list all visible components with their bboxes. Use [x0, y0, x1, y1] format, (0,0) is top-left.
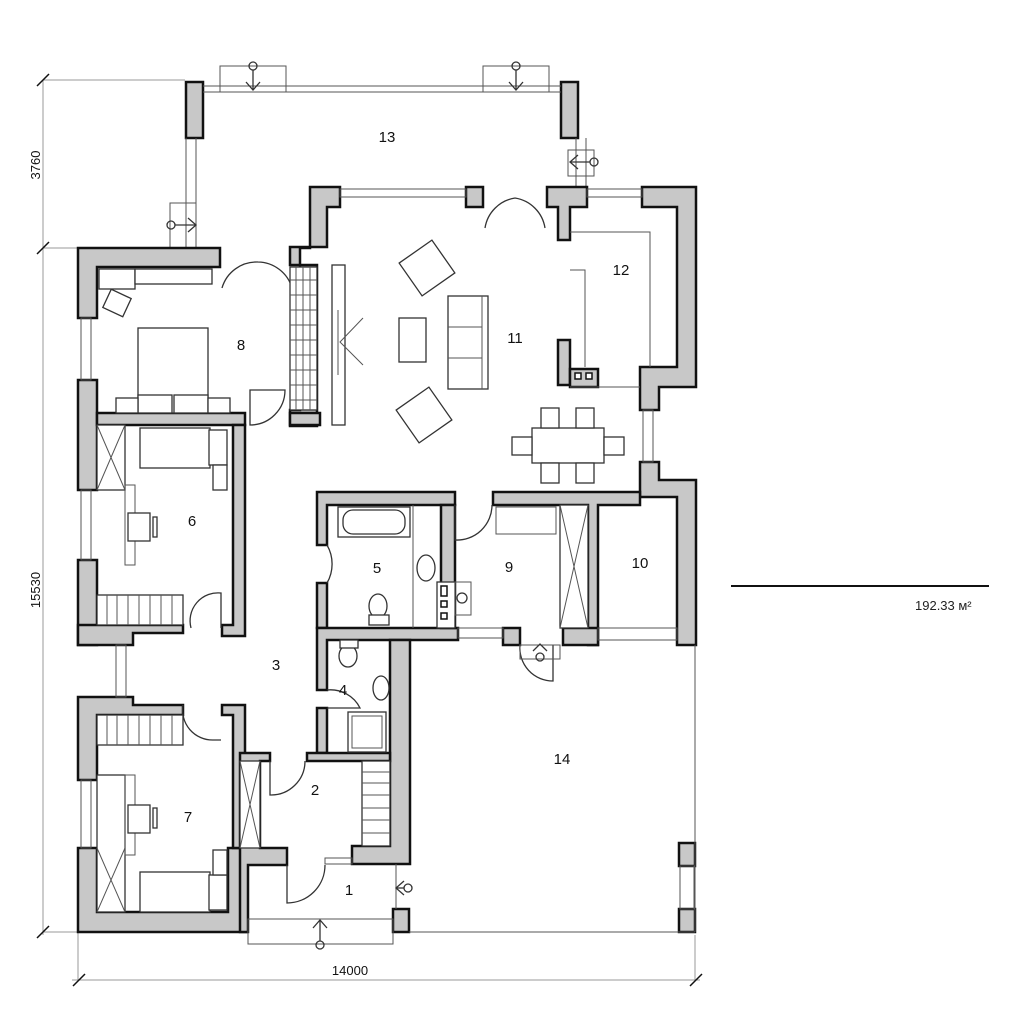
room-labels: 1 2 3 4 5 6 7 8 9 10 11 12 13 14 — [184, 129, 649, 899]
furniture — [96, 231, 651, 913]
room-2-label: 2 — [311, 782, 319, 799]
room-13-label: 13 — [379, 129, 396, 146]
interior-walls — [95, 411, 642, 934]
room-5-label: 5 — [373, 560, 381, 577]
room-9-label: 9 — [505, 559, 513, 576]
house-width-dimension: 14000 — [332, 963, 368, 978]
terrace-depth-dimension: 3760 — [28, 151, 43, 180]
room-6-label: 6 — [188, 513, 196, 530]
room-3-label: 3 — [272, 657, 280, 674]
room-1-label: 1 — [345, 882, 353, 899]
wardrobe-living — [289, 266, 318, 411]
windows — [80, 188, 696, 933]
dimension-lines: 3760 15530 14000 — [28, 73, 703, 987]
room-10-label: 10 — [632, 555, 649, 572]
room-7-label: 7 — [184, 809, 192, 826]
house-depth-dimension: 15530 — [28, 572, 43, 608]
room-4-label: 4 — [339, 682, 347, 699]
room-8-label: 8 — [237, 337, 245, 354]
terrace-exit-markers — [166, 61, 599, 233]
entrance-markers — [247, 643, 561, 950]
doors — [181, 197, 554, 904]
terrace-structure — [169, 65, 595, 249]
total-area-label: 192.33 м² — [915, 598, 972, 613]
room-11-label: 11 — [507, 330, 523, 347]
room-12-label: 12 — [613, 262, 630, 279]
room-14-label: 14 — [554, 751, 571, 768]
area-underline — [731, 585, 989, 587]
